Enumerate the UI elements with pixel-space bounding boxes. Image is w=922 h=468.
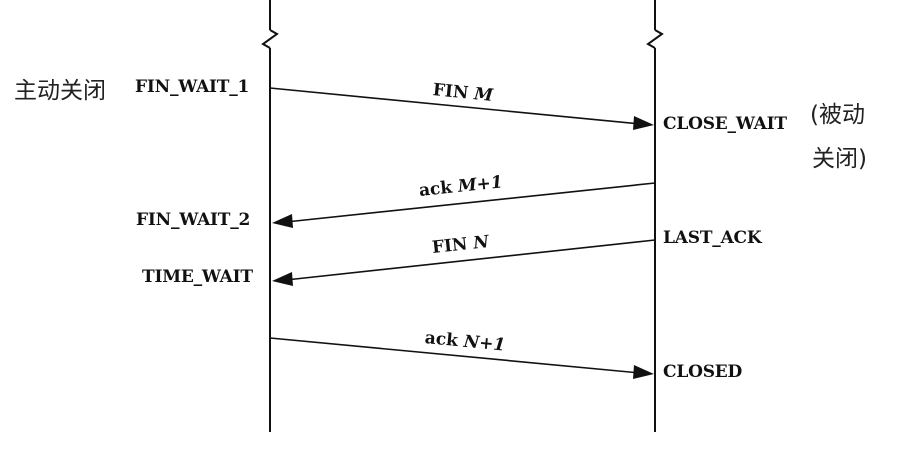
message-arrow-fin-m (269, 87, 654, 130)
state-closed: CLOSED (663, 362, 743, 382)
state-fin-wait-1: FIN_WAIT_1 (135, 77, 250, 97)
message-seq: M (473, 84, 494, 106)
message-prefix: ack (423, 328, 465, 352)
state-close-wait: CLOSE_WAIT (663, 114, 787, 134)
message-arrow-ack-m1 (272, 182, 656, 228)
passive-close-label-line2: 关闭) (812, 146, 867, 172)
message-prefix: FIN (431, 80, 476, 105)
state-last-ack: LAST_ACK (663, 228, 762, 248)
message-arrow-fin-n (272, 239, 656, 286)
server-lifeline (646, 0, 664, 432)
state-time-wait: TIME_WAIT (142, 267, 253, 287)
active-close-label: 主动关闭 (14, 78, 106, 104)
message-arrow-ack-n1 (269, 337, 654, 379)
message-prefix: ack (418, 177, 459, 201)
message-seq: N+1 (462, 331, 507, 356)
message-seq: N (472, 232, 490, 254)
passive-close-label-line1: (被动 (810, 102, 865, 128)
client-lifeline (261, 0, 279, 432)
state-fin-wait-2: FIN_WAIT_2 (136, 210, 251, 230)
